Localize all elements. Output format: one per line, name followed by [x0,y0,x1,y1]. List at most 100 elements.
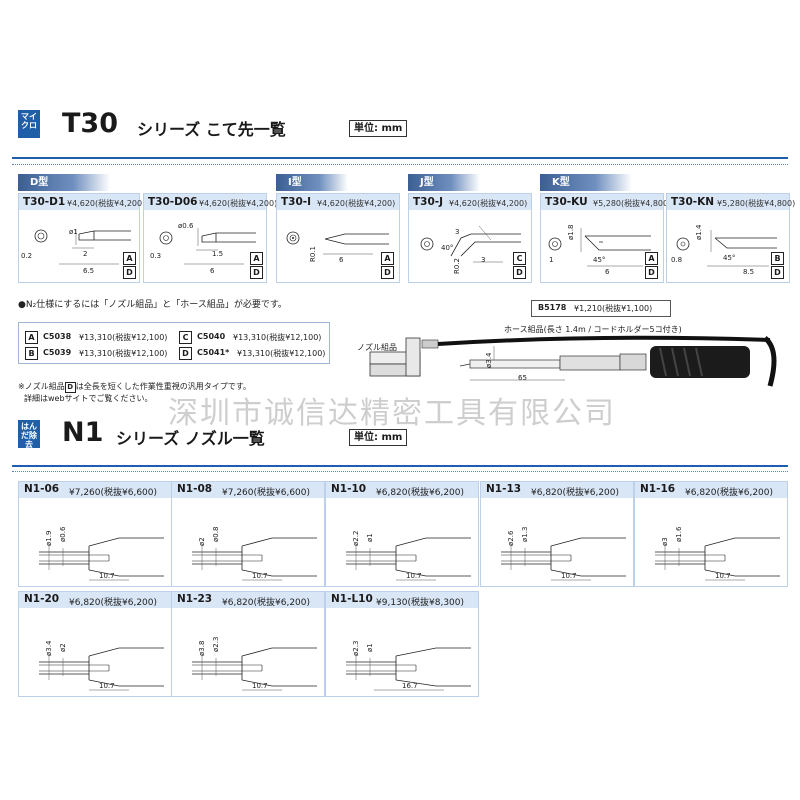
kit-flag: D [513,266,526,279]
tip-dim: 0.3 [150,252,162,260]
nozzle-inner-dim: ø1.6 [675,526,683,542]
tip-cell-head [541,194,663,210]
kit-table: A C5038 ¥13,310(税抜¥12,100) B C5039 ¥13,3… [18,322,330,364]
tip-dim: 3 [481,256,486,264]
t30-badge: マイクロ [18,110,40,138]
nozzle-model: N1-L10 [331,593,373,605]
tip-cell-t30-d1: T30-D1 ¥4,620(税抜¥4,200) ø1 0.2 2 6.5 A D [18,193,145,283]
hose-assembly-drawing [369,335,777,387]
tip-model: T30-KN [671,196,715,208]
tip-dim: 0.8 [671,256,683,264]
nozzle-length-dim: 16.7 [402,682,418,690]
n2-note: ●N₂仕様にするには「ノズル組品」と「ホース組品」が必要です。 [18,300,287,310]
tip-dim: 8.5 [743,268,755,276]
nozzle-outer-dim: ø3.8 [198,640,206,656]
nozzle-cell-head [635,482,787,498]
tip-model: T30-D1 [23,196,66,208]
nozzle-price: ¥6,820(税抜¥6,200) [685,488,774,498]
hose-code: B5178 [538,303,567,312]
t30-unit: 単位: mm [349,120,408,137]
type-tab-j: J型 [408,174,480,191]
nozzle-outer-dim: ø3.4 [45,640,53,656]
tip-dim: ø1.8 [567,224,575,240]
tip-dim: 1.5 [212,250,224,258]
nozzle-length-dim: 10.7 [406,572,422,580]
nozzle-inner-dim: ø1.3 [521,526,529,542]
nozzle-outer-dim: ø2 [198,537,206,546]
tip-dim: 1 [549,256,554,264]
footnote-1-prefix: ※ノズル組品 [18,382,65,391]
kit-flag: A [250,252,263,265]
tip-drawing [676,230,777,267]
tip-dim: 0.2 [21,252,33,260]
tip-drawing [34,229,131,265]
type-tab-d: D型 [18,174,110,191]
n1-title: N1 [62,417,104,448]
tip-cell-head [667,194,789,210]
kit-letter: B [25,347,38,360]
tip-drawing [548,228,651,267]
n1-dotline [12,471,788,472]
kit-flag: A [381,252,394,265]
kit-code: C5038 [43,332,72,341]
tip-cell-t30-i: T30-I ¥4,620(税抜¥4,200) R0.1 6 A D [276,193,400,283]
nozzle-price: ¥9,130(税抜¥8,300) [376,598,465,608]
tip-price: ¥5,280(税抜¥4,800) [717,199,796,208]
nozzle-price: ¥7,260(税抜¥6,600) [222,488,311,498]
nozzle-model: N1-23 [177,593,213,605]
nozzle-inner-dim: ø1 [366,533,374,542]
tip-dim: 2 [83,250,88,258]
tip-model: T30-D06 [148,196,198,208]
nozzle-outer-dim: ø2.6 [507,530,515,546]
nozzle-price: ¥6,820(税抜¥6,200) [376,488,465,498]
tip-price: ¥4,620(税抜¥4,200) [67,199,146,208]
hose-dim: ø3.4 [485,352,493,368]
tip-cell-head [144,194,266,210]
nozzle-inner-dim: ø0.8 [212,526,220,542]
kit-price: ¥13,310(税抜¥12,100) [233,333,322,342]
nozzle-price: ¥6,820(税抜¥6,200) [222,598,311,608]
nozzle-outer-dim: ø2.3 [352,640,360,656]
nozzle-inner-dim: ø1 [366,643,374,652]
nozzle-model: N1-08 [177,483,213,495]
tip-dim: ø1 [69,228,78,236]
type-tab-k: K型 [540,174,632,191]
nozzle-model: N1-06 [24,483,60,495]
nozzle-outer-dim: ø1.9 [45,530,53,546]
nozzle-length-dim: 10.7 [99,682,115,690]
kit-letter: C [179,331,192,344]
kit-flag: A [645,252,658,265]
nozzle-cell-head [326,592,478,608]
nozzle-inner-dim: ø2 [59,643,67,652]
nozzle-model: N1-10 [331,483,367,495]
tip-cell-head [277,194,399,210]
nozzle-cell: N1-L10¥9,130(税抜¥8,300) ø2.3 ø1 16.7 [325,591,479,697]
nozzle-cell-head [172,482,324,498]
n1-unit: 単位: mm [349,429,408,446]
watermark: 深圳市诚信达精密工具有限公司 [168,396,616,431]
kit-flag: C [513,252,526,265]
kit-letter: A [25,331,38,344]
tip-drawing [286,231,389,255]
tip-dim: R0.1 [309,246,317,262]
n1-subtitle: シリーズ ノズル一覧 [116,429,265,448]
kit-flag: D [381,266,394,279]
tip-dim: 45° [723,254,736,262]
tip-drawing [420,225,521,263]
tip-dim: 6.5 [83,267,95,275]
tip-dim: 45° [593,256,606,264]
tip-price: ¥4,620(税抜¥4,200) [317,199,396,208]
type-tab-i: I型 [276,174,348,191]
nozzle-length-dim: 10.7 [252,682,268,690]
nozzle-price: ¥6,820(税抜¥6,200) [69,598,158,608]
t30-title: T30 [62,108,118,139]
footnote-2: 詳細はwebサイトでご覧ください。 [24,394,153,403]
tip-cell-t30-j: T30-J ¥4,620(税抜¥4,200) 3 40° R0.2 3 C D [408,193,532,283]
nozzle-price: ¥7,260(税抜¥6,600) [69,488,158,498]
tip-dim: ø1.4 [695,224,703,240]
nozzle-model: N1-20 [24,593,60,605]
